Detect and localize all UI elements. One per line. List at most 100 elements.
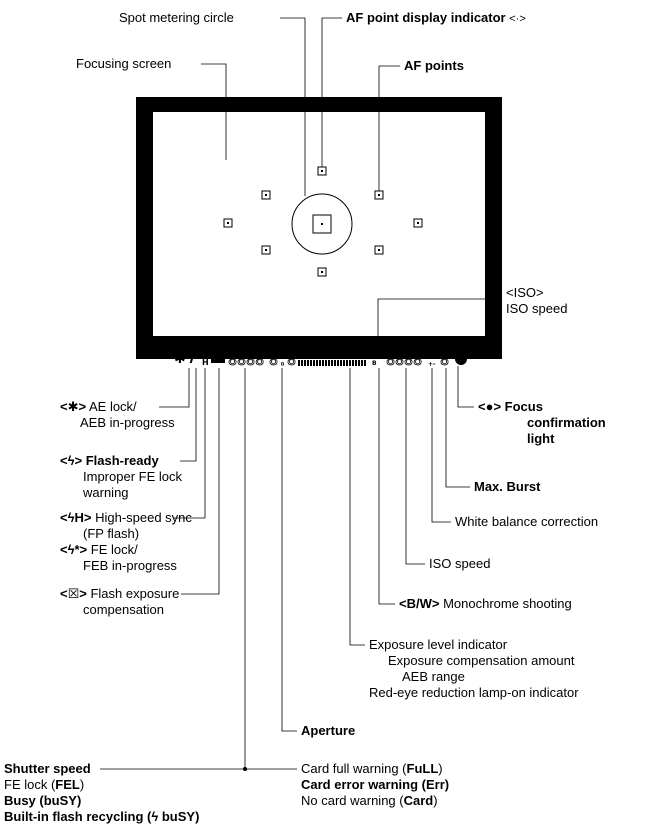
leader-hss	[174, 368, 206, 519]
label-focusing-screen: Focusing screen	[76, 56, 172, 71]
lcd-focus-dot	[455, 353, 467, 365]
label-fec-line2: compensation	[83, 602, 164, 617]
card-full-pre: Card full warning (	[301, 761, 407, 776]
lcd-iso-mini: ISO	[372, 353, 384, 360]
card-error-close: )	[444, 777, 450, 792]
hss-symbol: <ϟH>	[60, 510, 92, 525]
lcd-left-icons: ✱ϟ	[174, 351, 195, 367]
card-full-code: FuLL	[406, 761, 439, 776]
fe-lock-code: FEL	[55, 777, 80, 792]
label-iso-speed-bottom: ISO speed	[429, 556, 491, 571]
focus-conf-symbol: <●>	[478, 399, 502, 414]
leader-spot-metering	[280, 17, 306, 196]
leader-flash-ready	[180, 368, 197, 462]
af-point-lower-right	[374, 245, 384, 255]
lcd-burst-digit: 8	[440, 351, 449, 369]
ae-lock-symbol: <✱>	[60, 399, 87, 414]
card-error-pre: Card error warning (	[301, 777, 426, 792]
label-flash-ready-line3: warning	[83, 485, 129, 500]
busy-pre: Busy (	[4, 793, 44, 808]
focusing-screen-area	[153, 112, 485, 336]
label-af-indicator: AF point display indicator <·>	[346, 10, 526, 27]
label-aperture: Aperture	[301, 723, 356, 738]
af-point-upper-left	[261, 190, 271, 200]
bw-text: Monochrome shooting	[443, 596, 572, 611]
label-red-eye: Red-eye reduction lamp-on indicator	[369, 685, 579, 700]
leader-ae-lock	[159, 368, 190, 408]
af-indicator-text: AF point display indicator	[346, 10, 506, 25]
label-spot-metering: Spot metering circle	[119, 10, 234, 25]
label-no-card: No card warning (Card)	[301, 793, 438, 809]
hss-line1: High-speed sync	[95, 510, 192, 525]
leader-aperture	[281, 368, 297, 732]
af-point-bottom	[317, 267, 327, 277]
lcd-strip: ✱ϟ ϟ* H 8888 8.8 ²··1··0··1··² ISO B 888…	[174, 350, 467, 369]
label-flash-ready: <ϟ> Flash-ready	[60, 453, 159, 469]
leader-iso-top	[377, 298, 502, 352]
lcd-wb: WB	[427, 353, 440, 361]
fe-lock-close: )	[79, 777, 85, 792]
label-iso-speed-top: ISO speed	[506, 301, 568, 316]
leader-focus-conf	[457, 366, 474, 408]
label-fe-lock: FE lock (FEL)	[4, 777, 84, 793]
label-fel: <ϟ*> FE lock/	[60, 542, 138, 558]
label-ae-lock-line2: AEB in-progress	[80, 415, 175, 430]
label-aeb-range: AEB range	[402, 669, 465, 684]
fel-symbol: <ϟ*>	[60, 542, 88, 557]
no-card-pre: No card warning (	[301, 793, 404, 808]
af-point-right	[413, 218, 423, 228]
spot-metering-circle	[291, 193, 353, 255]
af-indicator-symbol: <·>	[509, 13, 526, 25]
af-point-center	[312, 214, 332, 234]
fec-line1: Flash exposure	[90, 586, 180, 601]
label-focus-conf-line2: confirmation	[527, 415, 606, 430]
card-full-close: )	[438, 761, 443, 776]
builtin-close: )	[195, 809, 200, 824]
leader-lines	[100, 17, 502, 770]
flash-ready-symbol: <ϟ>	[60, 453, 83, 468]
busy-close: )	[76, 793, 82, 808]
lcd-hss-h: H	[202, 358, 209, 367]
label-busy: Busy (buSY)	[4, 793, 81, 809]
busy-code: buSY	[43, 793, 77, 808]
flash-ready-bold: Flash-ready	[85, 453, 159, 468]
label-card-full: Card full warning (FuLL)	[301, 761, 443, 777]
lcd-fel-icon: ϟ*	[200, 350, 210, 359]
no-card-code: Card	[403, 793, 434, 808]
label-fec: <☒> Flash exposure	[60, 586, 179, 602]
label-flash-ready-line2: Improper FE lock	[83, 469, 182, 484]
builtin-pre: Built-in flash recycling (	[4, 809, 152, 824]
af-point-lower-left	[261, 245, 271, 255]
lcd-digits-c: 8888	[386, 351, 422, 369]
leader-af-indicator	[321, 17, 342, 167]
lcd-digits-b: 8.8	[269, 351, 296, 369]
label-bw: <B/W> Monochrome shooting	[399, 596, 572, 612]
leader-exposure	[349, 368, 365, 646]
label-shutter-speed: Shutter speed	[4, 761, 91, 776]
leader-wb	[431, 368, 451, 523]
label-max-burst: Max. Burst	[474, 479, 541, 494]
leader-max-burst	[445, 368, 470, 488]
label-ae-lock: <✱> AE lock/	[60, 399, 137, 415]
leader-af-points	[378, 65, 400, 191]
label-card-error: Card error warning (Err)	[301, 777, 449, 793]
label-exp-comp: Exposure compensation amount	[388, 653, 575, 668]
label-builtin-flash: Built-in flash recycling (ϟ buSY)	[4, 809, 199, 825]
af-point-center-dot	[321, 223, 323, 225]
fec-symbol: <☒>	[60, 586, 87, 601]
no-card-close: )	[433, 793, 438, 808]
lcd-scale-bars	[298, 360, 366, 366]
ae-lock-line1: AE lock/	[88, 399, 137, 414]
leader-iso-bottom	[405, 368, 425, 565]
label-iso-symbol: <ISO>	[506, 285, 544, 300]
leader-bw	[378, 368, 395, 605]
builtin-code: ϟ buSY	[151, 809, 196, 824]
label-focus-conf-line3: light	[527, 431, 555, 446]
lcd-bw-mini: B	[372, 360, 377, 367]
bw-symbol: <B/W>	[399, 596, 440, 611]
label-af-points: AF points	[404, 58, 464, 73]
label-hss-line2: (FP flash)	[83, 526, 140, 541]
label-fel-line2: FEB in-progress	[83, 558, 177, 573]
label-wb-correction: White balance correction	[455, 514, 599, 529]
